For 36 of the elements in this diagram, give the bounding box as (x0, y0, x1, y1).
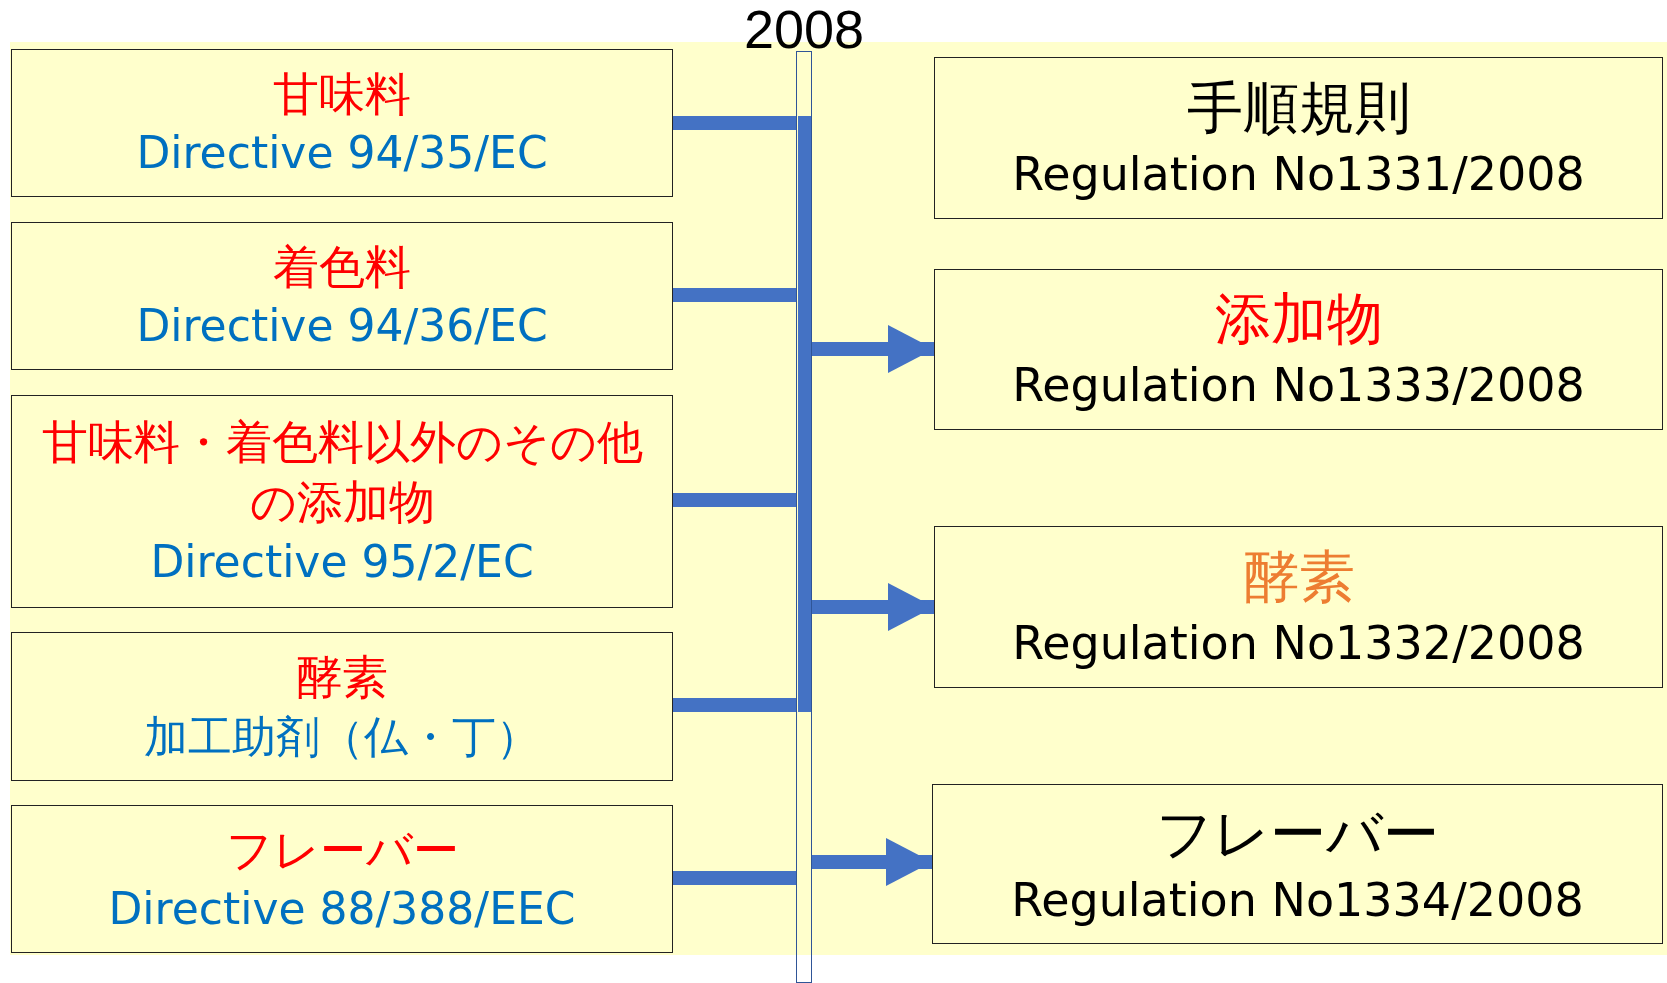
reference-text: Directive 94/36/EC (135, 299, 549, 354)
law-card (11, 395, 673, 608)
reference-text: 加工助剤（仏・丁） (143, 709, 541, 764)
law-card (11, 632, 673, 781)
year-label: 2008 (743, 2, 865, 56)
connector-line (673, 288, 796, 302)
category-title: 着色料 (272, 239, 412, 295)
arrow (812, 838, 932, 886)
reference-text: Directive 95/2/EC (149, 534, 535, 589)
category-title: 添加物 (1213, 286, 1384, 353)
reference-text: Regulation No1333/2008 (1011, 357, 1586, 414)
law-card (11, 49, 673, 197)
arrow (812, 583, 934, 631)
reference-text: Regulation No1331/2008 (1011, 145, 1586, 203)
connector-line (673, 493, 796, 507)
reference-text: Directive 88/388/EEC (107, 882, 577, 937)
law-card (934, 526, 1663, 688)
reference-text: Regulation No1332/2008 (1011, 614, 1586, 672)
reference-text: Regulation No1334/2008 (1010, 871, 1585, 929)
law-card (934, 57, 1663, 219)
category-title: フレーバー (1155, 800, 1440, 867)
law-card (932, 784, 1663, 944)
category-title: 酵素 (295, 650, 389, 705)
category-title: 手順規則 (1185, 74, 1412, 141)
category-title: フレーバー (224, 822, 460, 878)
reference-text: Directive 94/35/EC (135, 126, 549, 181)
category-title: 甘味料・着色料以外のその他の添加物 (40, 415, 644, 530)
connector-line (673, 698, 796, 712)
category-title: 酵素 (1241, 543, 1356, 610)
category-title: 甘味料 (272, 66, 412, 122)
arrow (812, 325, 934, 373)
connector-line (673, 116, 796, 130)
law-card (11, 222, 673, 370)
law-card (934, 269, 1663, 430)
connector-line (673, 871, 796, 885)
law-card (11, 805, 673, 953)
